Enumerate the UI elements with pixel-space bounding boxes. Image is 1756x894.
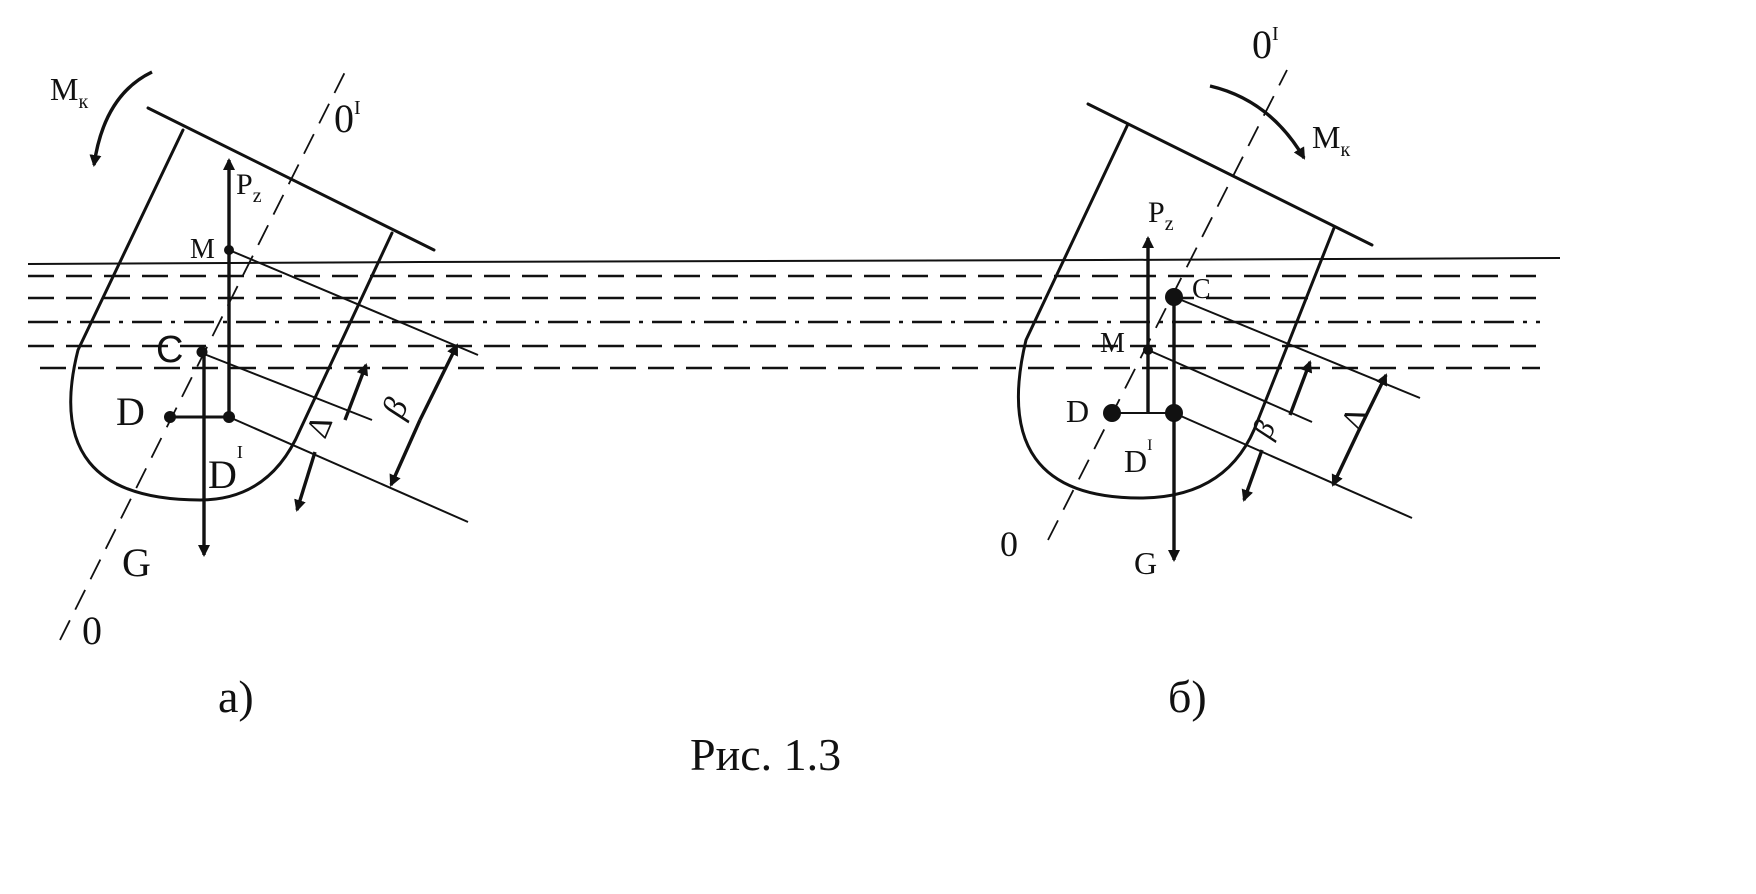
point-d1-b — [1165, 404, 1183, 422]
hull-outline-b — [1017, 122, 1336, 500]
point-d1-a — [223, 411, 235, 423]
moment-arc-a — [89, 70, 153, 167]
hull-outline-a — [69, 128, 394, 502]
label-m-b: M — [1100, 328, 1125, 359]
delta-dim-b1 — [1358, 373, 1388, 429]
label-delta-b: Δ — [1333, 402, 1374, 435]
label-beta-a: β — [375, 393, 416, 424]
ext-line-m-a — [228, 249, 479, 356]
panel-label-a: а) — [218, 671, 254, 722]
label-axis-start-a: 0 — [82, 608, 102, 653]
deck-line-b — [1086, 102, 1374, 247]
moment-arc-b — [1209, 84, 1306, 160]
delta-dim-b2 — [1331, 427, 1362, 487]
panel-b: Mк Pz C M D DI G 0 0I β Δ б) — [1000, 22, 1421, 722]
label-d1-a: DI — [208, 442, 243, 497]
label-c-a: C — [156, 329, 183, 371]
label-delta-a: Δ — [298, 410, 339, 443]
point-d-b — [1103, 404, 1121, 422]
point-m-b — [1143, 345, 1153, 355]
label-mk-b: Mк — [1312, 119, 1350, 161]
panel-a: Mк Pz M C D DI G 0 0I Δ β а) — [50, 70, 479, 722]
delta-dim-a1 — [343, 363, 369, 421]
label-d-a: D — [116, 389, 145, 434]
point-c-a — [196, 346, 208, 358]
label-g-a: G — [122, 540, 151, 585]
waterline-right — [1099, 257, 1561, 261]
beta-dim-b1 — [1288, 360, 1313, 416]
label-pz-b: Pz — [1148, 196, 1174, 235]
label-m-a: M — [190, 234, 215, 265]
ext-line-m-b — [1147, 349, 1313, 423]
label-mk-a: Mк — [50, 71, 88, 113]
label-g-b: G — [1134, 545, 1157, 581]
label-pz-a: Pz — [236, 168, 262, 207]
point-m-a — [224, 245, 234, 255]
beta-dim-a2 — [389, 419, 422, 487]
figure-caption: Рис. 1.3 — [690, 729, 841, 780]
label-d1-b: DI — [1124, 437, 1152, 479]
symmetry-axis-b — [1047, 69, 1288, 541]
delta-dim-a2 — [294, 451, 317, 512]
ext-line-d1-b — [1173, 412, 1413, 519]
waterline-mid — [419, 259, 1101, 263]
label-axis-end-b: 0I — [1252, 22, 1279, 67]
ext-line-c-a — [203, 353, 373, 421]
panel-label-b: б) — [1168, 671, 1207, 722]
point-c-b — [1165, 288, 1183, 306]
label-axis-end-a: 0I — [334, 96, 361, 141]
label-beta-b: β — [1246, 416, 1283, 444]
ext-line-d1-a — [228, 416, 469, 523]
beta-dim-b2 — [1241, 449, 1264, 502]
beta-dim-a1 — [418, 343, 459, 421]
label-axis-start-b: 0 — [1000, 524, 1018, 564]
label-c-b: C — [1192, 274, 1211, 305]
waterline-left — [27, 261, 421, 265]
water-lines — [27, 257, 1561, 370]
point-d-a — [164, 411, 176, 423]
label-d-b: D — [1066, 393, 1089, 429]
